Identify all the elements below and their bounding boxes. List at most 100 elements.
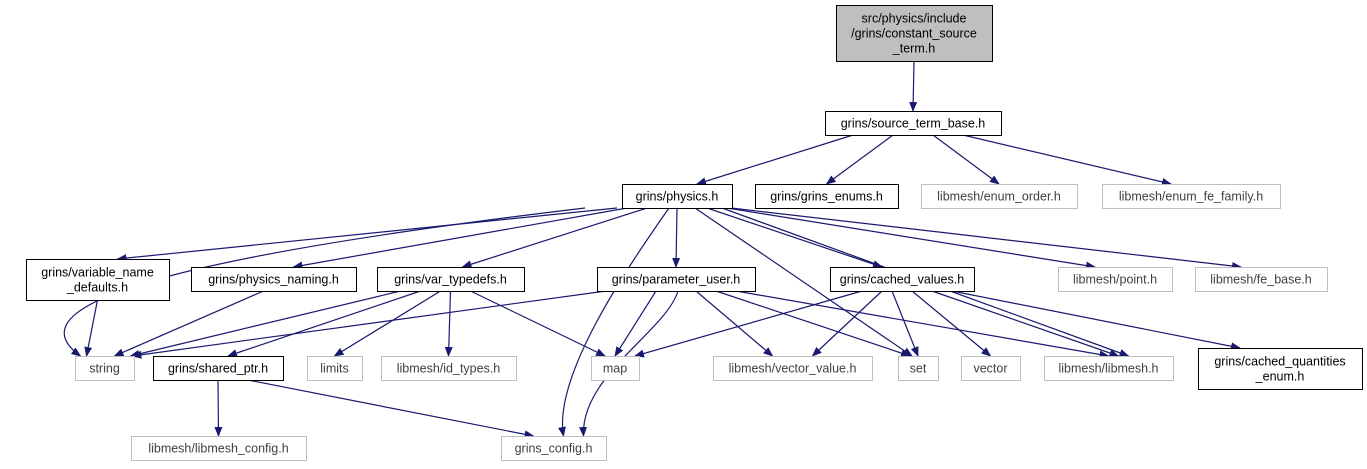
node-label: grins/source_term_base.h xyxy=(841,117,986,131)
node-box xyxy=(307,356,363,381)
edge-physics-to-vartd xyxy=(461,207,648,269)
edge-physics-to-varname xyxy=(116,207,618,263)
node-label: _defaults.h xyxy=(66,281,128,295)
edge-cvalues-to-cqenum xyxy=(951,290,1241,351)
node-box xyxy=(1198,348,1363,390)
node-box xyxy=(75,356,135,381)
node-label: libmesh/libmesh.h xyxy=(1058,362,1158,376)
node-vecval: libmesh/vector_value.h xyxy=(713,356,873,381)
edge-vartd-to-idtypes xyxy=(444,290,453,357)
node-puser[interactable]: grins/parameter_user.h xyxy=(597,267,756,292)
edge-cvalues-to-vecval xyxy=(811,290,883,357)
node-febase: libmesh/fe_base.h xyxy=(1195,267,1328,292)
node-label: libmesh/enum_fe_family.h xyxy=(1119,190,1263,204)
edge-cvalues-to-vector xyxy=(911,290,992,357)
node-sptr[interactable]: grins/shared_ptr.h xyxy=(153,356,284,381)
node-label: grins/cached_quantities xyxy=(1214,355,1345,369)
edge-vartd-to-limits xyxy=(333,290,441,357)
node-pnaming[interactable]: grins/physics_naming.h xyxy=(191,267,357,292)
edge-physics-to-febase xyxy=(730,207,1242,270)
node-label: libmesh/vector_value.h xyxy=(729,362,857,376)
node-box xyxy=(622,184,733,209)
node-limits: limits xyxy=(307,356,363,381)
edge-varname-to-string xyxy=(84,299,99,357)
node-box xyxy=(1058,267,1173,292)
node-vector: vector xyxy=(961,356,1021,381)
node-box xyxy=(961,356,1021,381)
node-box xyxy=(153,356,284,381)
node-physics[interactable]: grins/physics.h xyxy=(622,184,733,209)
node-enum_fe_family: libmesh/enum_fe_family.h xyxy=(1102,184,1281,209)
edge-physics-to-point xyxy=(726,207,1096,270)
edge-stb-to-enum_fe_family xyxy=(962,134,1172,186)
node-label: libmesh/libmesh_config.h xyxy=(148,442,288,456)
node-box xyxy=(591,356,640,381)
edge-vartd-to-string xyxy=(129,290,401,358)
edge-vartd-to-sptr xyxy=(227,290,421,357)
node-box xyxy=(921,184,1078,209)
edge-cvalues-to-libmesh xyxy=(931,290,1120,357)
edge-cvalues-to-map xyxy=(634,290,863,358)
node-gconfig: grins_config.h xyxy=(501,436,607,461)
node-label: libmesh/enum_order.h xyxy=(937,190,1061,204)
node-label: libmesh/point.h xyxy=(1073,273,1157,287)
node-label: limits xyxy=(320,362,348,376)
node-root: src/physics/include/grins/constant_sourc… xyxy=(836,5,993,62)
edge-root-to-stb xyxy=(909,60,918,112)
node-box xyxy=(836,5,993,62)
node-map: map xyxy=(591,356,640,381)
node-point: libmesh/point.h xyxy=(1058,267,1173,292)
node-label: src/physics/include xyxy=(862,12,967,26)
node-label: /grins/constant_source xyxy=(851,27,977,41)
edge-physics-to-puser xyxy=(672,207,681,268)
node-label: _term.h xyxy=(892,42,935,56)
node-cqenum[interactable]: grins/cached_quantities_enum.h xyxy=(1198,348,1363,390)
node-box xyxy=(1044,356,1174,381)
node-label: grins/grins_enums.h xyxy=(770,190,883,204)
node-cvalues[interactable]: grins/cached_values.h xyxy=(830,267,975,292)
edge-puser-to-libmesh xyxy=(735,290,1110,359)
node-label: map xyxy=(603,362,627,376)
node-enums[interactable]: grins/grins_enums.h xyxy=(755,184,899,209)
node-box xyxy=(26,259,170,301)
edge-puser-to-string xyxy=(131,290,607,359)
node-set: set xyxy=(898,356,939,381)
node-box xyxy=(381,356,517,381)
edge-puser-to-map xyxy=(614,290,657,357)
node-idtypes: libmesh/id_types.h xyxy=(381,356,517,381)
node-enum_order: libmesh/enum_order.h xyxy=(921,184,1078,209)
edge-stb-to-enum_order xyxy=(932,134,1000,185)
node-box xyxy=(825,111,1002,136)
node-label: grins/variable_name xyxy=(41,266,154,280)
edge-puser-to-vecval xyxy=(695,290,774,357)
edge-cvalues-to-set xyxy=(891,290,919,357)
node-label: _enum.h xyxy=(1255,370,1305,384)
node-libmesh: libmesh/libmesh.h xyxy=(1044,356,1174,381)
node-label: libmesh/id_types.h xyxy=(397,362,501,376)
node-box xyxy=(1102,184,1281,209)
node-label: grins/parameter_user.h xyxy=(612,273,741,287)
edge-physics-to-set xyxy=(694,207,913,357)
edge-puser-to-set xyxy=(715,290,911,357)
edge-sptr-to-gconfig xyxy=(247,379,535,439)
node-label: grins/physics.h xyxy=(636,190,719,204)
edge-vartd-to-map xyxy=(470,290,606,357)
node-label: grins/shared_ptr.h xyxy=(168,362,268,376)
node-lmconfig: libmesh/libmesh_config.h xyxy=(131,436,307,461)
node-stb[interactable]: grins/source_term_base.h xyxy=(825,111,1002,136)
node-box xyxy=(898,356,939,381)
node-box xyxy=(1195,267,1328,292)
edge-stb-to-physics xyxy=(696,134,854,186)
node-varname[interactable]: grins/variable_name_defaults.h xyxy=(26,259,170,301)
node-label: string xyxy=(89,362,120,376)
node-label: grins/cached_values.h xyxy=(840,273,964,287)
node-box xyxy=(191,267,357,292)
node-box xyxy=(755,184,899,209)
node-vartd[interactable]: grins/var_typedefs.h xyxy=(377,267,525,292)
node-string: string xyxy=(75,356,135,381)
node-label: libmesh/fe_base.h xyxy=(1210,273,1312,287)
edge-physics-to-pnaming xyxy=(292,207,628,270)
node-label: grins/var_typedefs.h xyxy=(394,273,507,287)
edge-physics-to-gconfig xyxy=(558,207,670,437)
